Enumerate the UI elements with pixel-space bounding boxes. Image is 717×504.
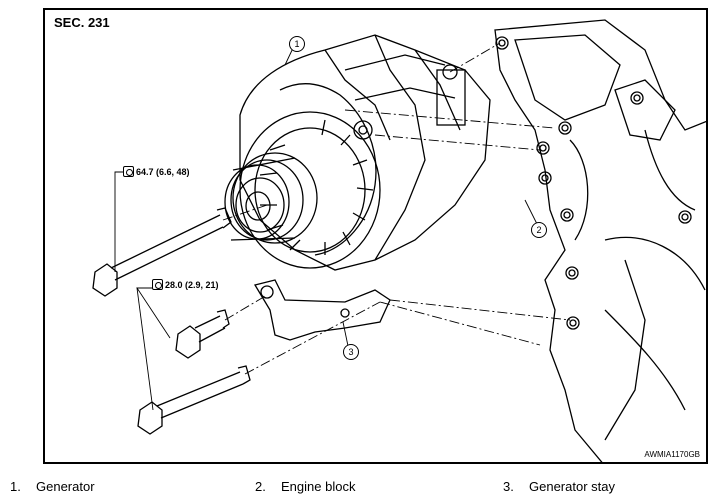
- legend-label: Generator: [36, 479, 95, 494]
- short-bolt: [175, 309, 230, 359]
- exploded-view-drawing: [92, 19, 706, 462]
- section-label: SEC. 231: [54, 15, 110, 30]
- parts-legend: 1. Generator 2. Engine block 3. Generato…: [0, 477, 717, 499]
- legend-number: 2.: [255, 479, 266, 494]
- callout-2: 2: [531, 222, 547, 238]
- legend-item: 3. Generator stay: [503, 479, 615, 494]
- legend-label: Engine block: [281, 479, 356, 494]
- diagram-frame: SEC. 231 64.7 (6.6, 48) 28.0 (2.9, 21) 1…: [43, 8, 708, 464]
- legend-item: 2. Engine block: [255, 479, 355, 494]
- long-bolt-lower: [137, 365, 251, 435]
- torque-value-upper: 64.7 (6.6, 48): [136, 166, 190, 177]
- pulley: [224, 152, 318, 244]
- engine-block: [494, 19, 706, 462]
- callout-3: 3: [343, 344, 359, 360]
- generator-stay: [253, 279, 391, 341]
- legend-label: Generator stay: [529, 479, 615, 494]
- torque-wrench-icon: [152, 279, 163, 290]
- torque-value-lower: 28.0 (2.9, 21): [165, 279, 219, 290]
- torque-wrench-icon: [123, 166, 134, 177]
- long-bolt-upper: [92, 207, 232, 297]
- torque-spec-upper: 64.7 (6.6, 48): [123, 166, 190, 177]
- legend-number: 1.: [10, 479, 21, 494]
- drawing-code: AWMIA1170GB: [644, 450, 700, 459]
- legend-item: 1. Generator: [10, 479, 95, 494]
- generator: [239, 34, 491, 271]
- legend-number: 3.: [503, 479, 514, 494]
- callout-1: 1: [289, 36, 305, 52]
- torque-spec-lower: 28.0 (2.9, 21): [152, 279, 219, 290]
